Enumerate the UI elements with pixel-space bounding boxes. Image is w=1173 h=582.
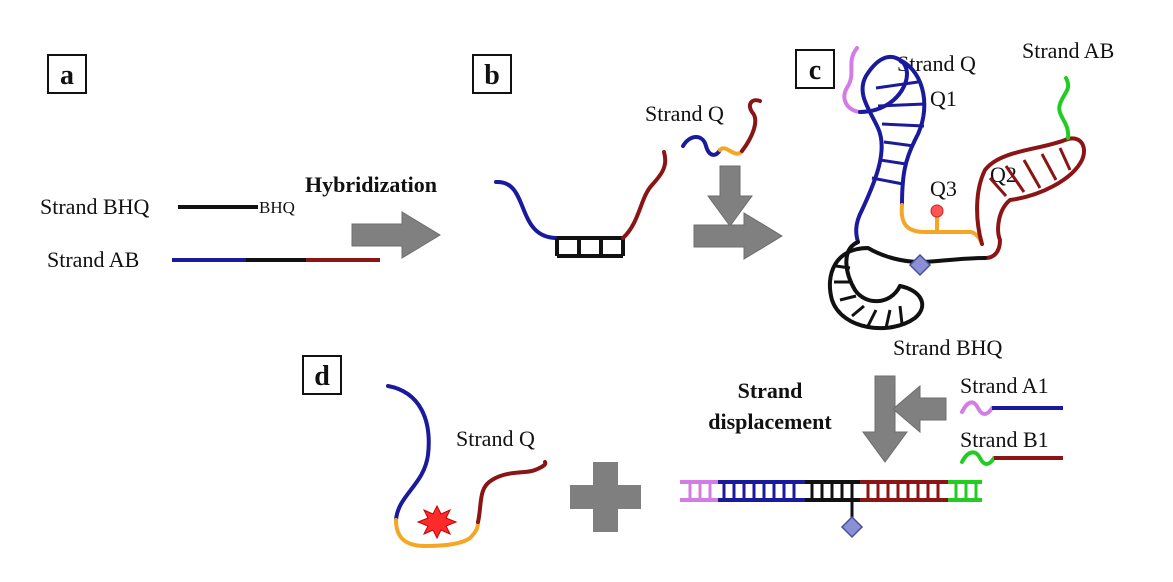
- bhq-label: BHQ: [259, 198, 295, 217]
- strand-q-c-violet: [842, 46, 862, 114]
- strand-bhq-c-inner-arc: [844, 240, 902, 304]
- panel-c-label: c: [795, 49, 835, 89]
- strand-q-d-red: [476, 460, 548, 524]
- strand-displacement: Strand displacement Strand A1 Strand B1: [680, 373, 1063, 539]
- strand-ab-c-label: Strand AB: [1022, 38, 1114, 63]
- hybridization-label: Hybridization: [305, 172, 437, 197]
- fluorophore-burst-d: [416, 504, 458, 540]
- panel-a-text: a: [60, 60, 74, 91]
- strand-q-d-label: Strand Q: [456, 426, 535, 451]
- strand-q-b-red: [740, 98, 762, 153]
- strand-q-b-orange: [718, 146, 744, 156]
- panel-d: Strand Q: [386, 384, 641, 548]
- strand-q-b-label: Strand Q: [645, 101, 724, 126]
- panel-a-label: a: [47, 54, 87, 94]
- q2-rungs: [988, 147, 1072, 197]
- q1-label: Q1: [930, 86, 957, 111]
- q1-rungs: [871, 80, 926, 186]
- panel-b-label: b: [472, 54, 512, 94]
- down-arrow-b: [707, 165, 753, 227]
- duplex-red-arm: [621, 150, 668, 240]
- strand-bhq-label: Strand BHQ: [40, 194, 150, 219]
- strand-ab-label: Strand AB: [47, 247, 139, 272]
- duplex-black-section: [555, 236, 625, 258]
- strand-displacement-label-2: displacement: [708, 409, 832, 434]
- duplex-blue-arm: [494, 179, 559, 240]
- hybridization-arrow: [351, 211, 441, 259]
- strand-b1-label: Strand B1: [960, 427, 1049, 452]
- left-arrow-d: [892, 384, 947, 434]
- strand-q-c-label: Strand Q: [897, 51, 976, 76]
- strand-q-c-blue-inner: [898, 58, 927, 207]
- strand-ab-c-green: [1057, 76, 1071, 140]
- strand-b1-green: [960, 450, 996, 466]
- q3-label: Q3: [930, 176, 957, 201]
- panel-c: Strand Q Strand AB Q1 Q2 Q3: [827, 38, 1114, 360]
- strand-q-c-blue-outer: [854, 54, 909, 244]
- down-arrow-d: [862, 375, 908, 463]
- plus-icon: [570, 462, 641, 532]
- strand-q-d-orange: [394, 518, 480, 548]
- strand-displacement-label-1: Strand: [738, 378, 803, 403]
- quencher-diamond-d: [840, 515, 864, 539]
- product-duplex: [680, 480, 982, 539]
- strand-q-c-red-hairpin: [975, 136, 1086, 260]
- strand-a1-label: Strand A1: [960, 373, 1049, 398]
- bhq-c-rungs: [834, 264, 904, 329]
- panel-a: Strand BHQ BHQ Strand AB Hybridization: [40, 172, 441, 272]
- right-arrow-b: [693, 212, 783, 260]
- panel-b: Strand Q: [494, 98, 783, 260]
- strand-a1-violet: [960, 400, 994, 416]
- strand-bhq-c-label: Strand BHQ: [893, 335, 1003, 360]
- quencher-diamond-c: [908, 253, 932, 277]
- fluorophore-marker-c: [930, 204, 944, 218]
- strand-q-d-blue: [386, 384, 431, 522]
- panel-b-text: b: [484, 60, 500, 91]
- panel-d-label: d: [302, 355, 342, 395]
- panel-d-text: d: [314, 361, 330, 392]
- strand-q-b-blue: [681, 135, 722, 157]
- panel-c-text: c: [809, 55, 821, 86]
